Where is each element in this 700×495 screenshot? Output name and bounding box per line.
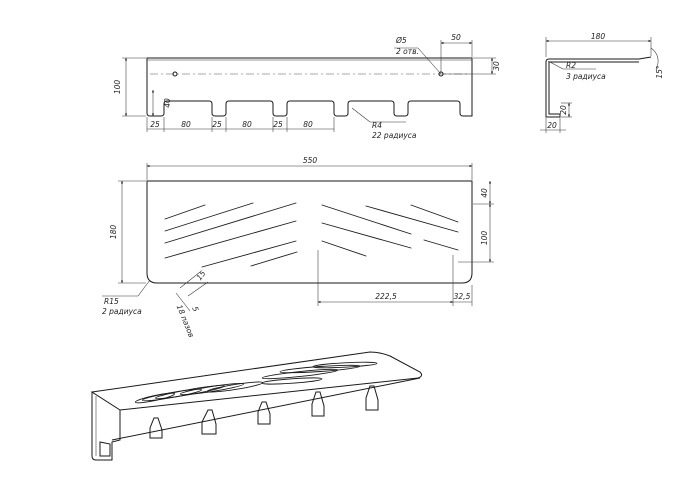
dim-front-height: 100 — [113, 80, 122, 95]
dim-hook-width-1: 25 — [150, 120, 160, 129]
dim-hook-width-2: 25 — [212, 120, 222, 129]
slot-l5 — [201, 240, 297, 268]
top-view-outline — [146, 180, 473, 284]
side-view: 180 15° R2 3 радиуса 20 20 — [540, 32, 664, 133]
dim-slot-end-offset: 32,5 — [454, 292, 471, 301]
iso-shelf-top — [90, 351, 423, 411]
dim-hook-height: 40 — [163, 98, 172, 108]
dim-front-radius-count: 22 радиуса — [372, 131, 417, 140]
iso-back-plate — [91, 392, 121, 461]
iso-slot-9 — [261, 377, 323, 385]
dim-side-angle-arc — [650, 47, 659, 71]
dim-side-depth: 180 — [591, 32, 606, 41]
iso-hook-5 — [311, 391, 325, 417]
front-view-outline — [146, 57, 473, 117]
slot-l6 — [250, 251, 298, 267]
leader-corner-radius — [137, 279, 151, 297]
dim-side-lip-height: 20 — [559, 105, 568, 115]
front-view: 100 40 25 80 25 80 25 80 R4 22 радиуса Ø… — [113, 33, 501, 140]
iso-hook-1 — [99, 441, 111, 457]
dim-hook-pitch-2: 80 — [242, 120, 252, 129]
dim-hook-pitch-3: 80 — [303, 120, 313, 129]
slot-l2 — [164, 202, 254, 232]
dim-top-width: 180 — [109, 225, 118, 240]
iso-hook-6 — [365, 385, 379, 411]
slot-l1 — [164, 204, 206, 220]
slot-r6 — [423, 239, 459, 251]
top-view: 550 180 40 100 222,5 32,5 15 5 18 пазов — [102, 156, 494, 339]
mounting-hole-left — [172, 71, 178, 77]
dim-side-radius: R2 — [566, 61, 576, 70]
dim-side-radius-count: 3 радиуса — [566, 72, 606, 81]
slot-l4 — [164, 220, 297, 259]
dim-edge-offset: 40 — [480, 188, 489, 198]
dim-top-length: 550 — [303, 156, 318, 165]
dim-hole-offset-x: 50 — [451, 33, 461, 42]
iso-back-bottom-edge — [111, 377, 421, 441]
side-view-profile — [545, 58, 639, 118]
slot-r5 — [410, 204, 459, 223]
dim-slot-span: 222,5 — [375, 292, 397, 301]
slot-r2 — [321, 222, 412, 249]
dim-hole-count: 2 отв. — [396, 47, 419, 56]
dim-slot-field: 100 — [480, 231, 489, 246]
dim-hole-offset-y: 30 — [492, 61, 501, 71]
iso-slot-8 — [312, 361, 378, 369]
slot-l3 — [164, 202, 297, 244]
dim-side-lip-width: 20 — [547, 121, 557, 130]
iso-hook-3 — [201, 409, 217, 435]
leader-hole — [417, 47, 442, 75]
isometric-view — [90, 351, 423, 461]
dim-corner-radius: R15 — [104, 297, 119, 306]
dim-front-radius: R4 — [372, 121, 382, 130]
dim-corner-count: 2 радиуса — [102, 307, 142, 316]
leader-side-radius — [547, 60, 564, 70]
iso-hook-4 — [257, 401, 271, 425]
dim-slot-width: 15 — [195, 269, 208, 282]
slot-r3 — [321, 240, 367, 257]
dim-hole-diameter: Ø5 — [395, 36, 407, 45]
dim-side-angle: 15° — [655, 65, 664, 79]
iso-slot-4 — [179, 382, 245, 396]
leader-radius — [351, 107, 371, 123]
dim-hook-width-3: 25 — [273, 120, 283, 129]
dim-hook-pitch-1: 80 — [181, 120, 191, 129]
iso-hook-2 — [149, 417, 163, 439]
slot-r4 — [365, 205, 459, 233]
slot-r1 — [321, 204, 412, 235]
dim-slot-spacing: 5 — [190, 305, 200, 313]
